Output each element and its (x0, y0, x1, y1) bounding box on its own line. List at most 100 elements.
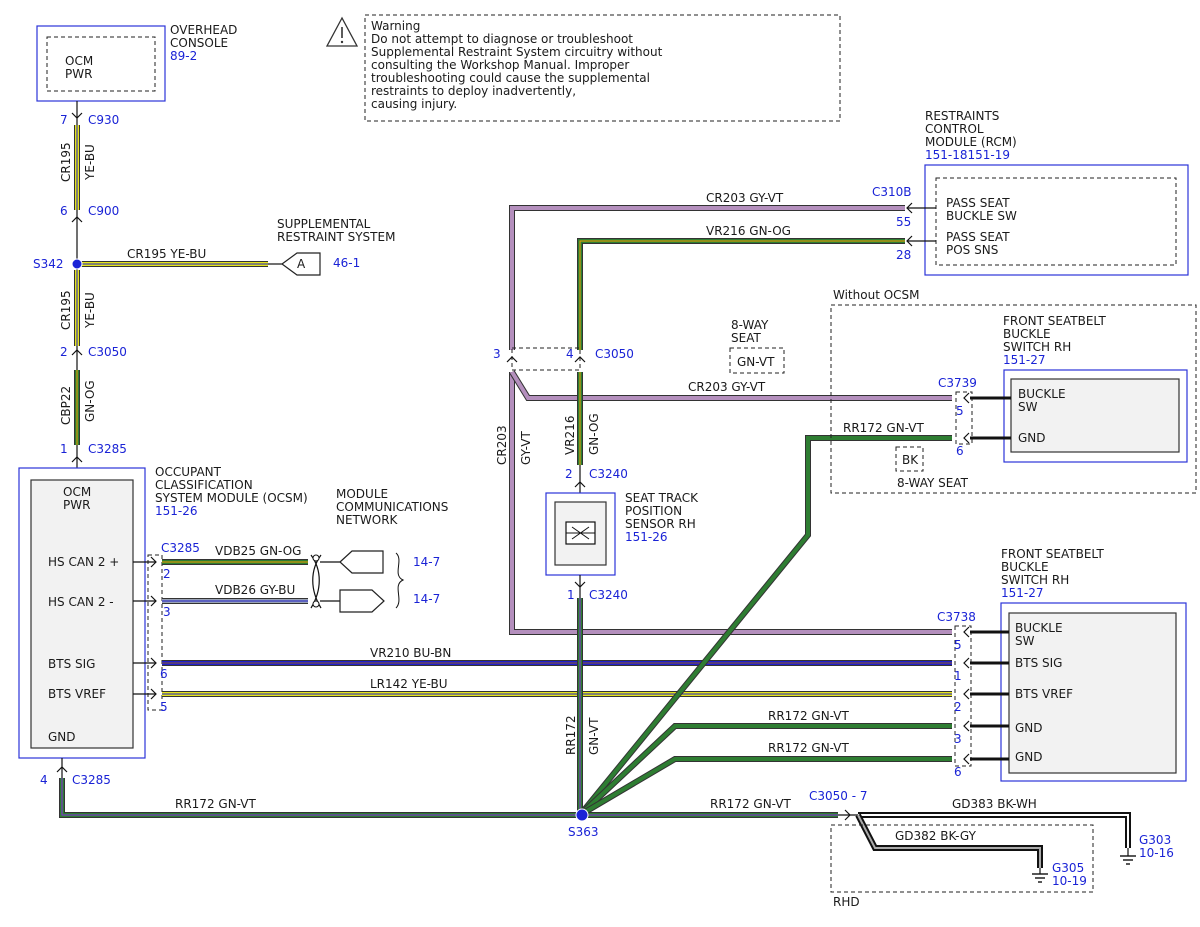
splice-dot (71, 258, 83, 270)
connector-arrow-icon (963, 432, 970, 444)
pin-label: GND (1015, 721, 1043, 735)
page-ref-link[interactable]: 10-16 (1139, 846, 1174, 860)
page-ref-link[interactable]: 14-7 (413, 592, 440, 606)
buckle-switch-rh[interactable]: BUCKLE SW BTS SIG BTS VREF GND GND (1000, 602, 1187, 782)
page-ref-link[interactable]: 10-19 (1052, 874, 1087, 888)
module-title: MODULE (RCM) (925, 135, 1017, 149)
module-title: RESTRAINTS (925, 109, 999, 123)
warning-line: causing injury. (371, 97, 457, 111)
connector-label[interactable]: C3739 (938, 376, 977, 390)
ocsm-module[interactable]: OCM PWR HS CAN 2 + HS CAN 2 - BTS SIG BT… (18, 467, 146, 759)
pin-label: BUCKLE (1018, 387, 1066, 401)
connector-pin: 2 (565, 467, 573, 481)
seat-track-sensor[interactable] (545, 492, 616, 576)
module-title: CONSOLE (170, 36, 228, 50)
flag-letter: A (297, 257, 306, 271)
module-title: SWITCH RH (1003, 340, 1071, 354)
connector-pin: 5 (956, 404, 964, 418)
pin-label: PWR (65, 67, 92, 81)
connector-pin: 6 (954, 765, 962, 779)
connector-arrow-icon (56, 766, 68, 773)
connector-label[interactable]: C3050 (88, 345, 127, 359)
connector-label[interactable]: C3240 (589, 588, 628, 602)
wire-color-label: GN-OG (83, 380, 97, 422)
pin-label: PWR (63, 498, 90, 512)
module-title: CLASSIFICATION (155, 478, 253, 492)
connector-label[interactable]: C3285 (88, 442, 127, 456)
connector-pin: 7 (60, 113, 68, 127)
connector-arrow-icon (506, 356, 518, 363)
warning-title: Warning (371, 19, 420, 33)
wire-gd382[interactable] (855, 813, 1043, 868)
connector-pin: 6 (160, 667, 168, 681)
connector-label[interactable]: C3050 (595, 347, 634, 361)
connector-label[interactable]: C3240 (589, 467, 628, 481)
connector-pin: 3 (493, 347, 501, 361)
option-label: Without OCSM (833, 288, 920, 302)
connector-arrow-icon (574, 481, 586, 488)
pin-label: POS SNS (946, 243, 998, 257)
pin-label: SW (1018, 400, 1038, 414)
connector-arrow-icon (574, 356, 586, 363)
network-title: MODULE (336, 487, 388, 501)
pin-label: BUCKLE SW (946, 209, 1017, 223)
wire-vr216[interactable] (577, 238, 905, 465)
without-ocsm-frame (830, 304, 1197, 494)
option-label: RHD (833, 895, 860, 909)
page-ref-link[interactable]: 151-18151-19 (925, 148, 1010, 162)
overhead-console[interactable]: OCM PWR OVERHEAD CONSOLE 89-2 (36, 23, 237, 102)
connector-pin: 2 (163, 567, 171, 581)
rcm-module[interactable]: PASS SEAT BUCKLE SW PASS SEAT POS SNS (924, 164, 1189, 276)
page-ref-link[interactable]: 151-27 (1001, 586, 1044, 600)
buckle-switch-no-ocsm[interactable]: BUCKLE SW GND (1003, 369, 1188, 463)
wire-label: CR195 YE-BU (127, 247, 206, 261)
page-ref-link[interactable]: 14-7 (413, 555, 440, 569)
module-title: SEAT TRACK (625, 491, 699, 505)
warning-line: consulting the Workshop Manual. Improper (371, 58, 629, 72)
wire-circuit-label: CR195 (59, 290, 73, 330)
connector-arrow-icon (71, 349, 83, 356)
splice-label: S342 (33, 257, 64, 271)
connector-label[interactable]: C310B (872, 185, 912, 199)
c3738-pins (963, 626, 1009, 765)
connector-pin: 3 (163, 605, 171, 619)
page-ref-link[interactable]: 89-2 (170, 49, 197, 63)
module-title: OCCUPANT (155, 465, 222, 479)
page-ref-link[interactable]: 151-27 (1003, 353, 1046, 367)
connector-label[interactable]: C900 (88, 204, 119, 218)
wire-label: RR172 GN-VT (768, 741, 850, 755)
ground-label[interactable]: G305 (1052, 861, 1084, 875)
wire-cr203[interactable] (509, 205, 952, 635)
network-flag[interactable] (339, 589, 385, 613)
module-title: FRONT SEATBELT (1003, 314, 1106, 328)
connector-pin: 2 (954, 700, 962, 714)
connector-pin: 2 (60, 345, 68, 359)
page-ref-link[interactable]: 151-26 (155, 504, 198, 518)
connector-label[interactable]: C3738 (937, 610, 976, 624)
wire-color-label: GY-VT (519, 431, 533, 465)
wire-circuit-label: RR172 (564, 715, 578, 755)
connector-pin: 6 (956, 444, 964, 458)
wire-label: CR203 GY-VT (688, 380, 766, 394)
page-ref-link[interactable]: 46-1 (333, 256, 360, 270)
twisted-pair-icon (310, 554, 322, 609)
wire-rr172-fanout[interactable] (577, 435, 952, 818)
connector-arrow-icon (963, 720, 970, 732)
wire-label: CR203 GY-VT (706, 191, 784, 205)
pin-label: BTS SIG (1015, 656, 1062, 670)
connector-label[interactable]: C930 (88, 113, 119, 127)
network-flag[interactable] (339, 550, 384, 574)
connector-label[interactable]: C3050 - 7 (809, 789, 868, 803)
warning-line: troubleshooting could cause the suppleme… (371, 71, 650, 85)
wire-label: RR172 GN-VT (843, 421, 925, 435)
srs-flag[interactable]: A (280, 252, 321, 276)
connector-label[interactable]: C3285 (72, 773, 111, 787)
wire-gd383[interactable] (858, 812, 1131, 848)
connector-label[interactable]: C3285 (161, 541, 200, 555)
wire-circuit-label: CBP22 (59, 386, 73, 425)
page-ref-link[interactable]: 151-26 (625, 530, 668, 544)
wire-circuit-label: CR195 (59, 142, 73, 182)
connector-arrow-icon (963, 626, 970, 638)
ground-label[interactable]: G303 (1139, 833, 1171, 847)
